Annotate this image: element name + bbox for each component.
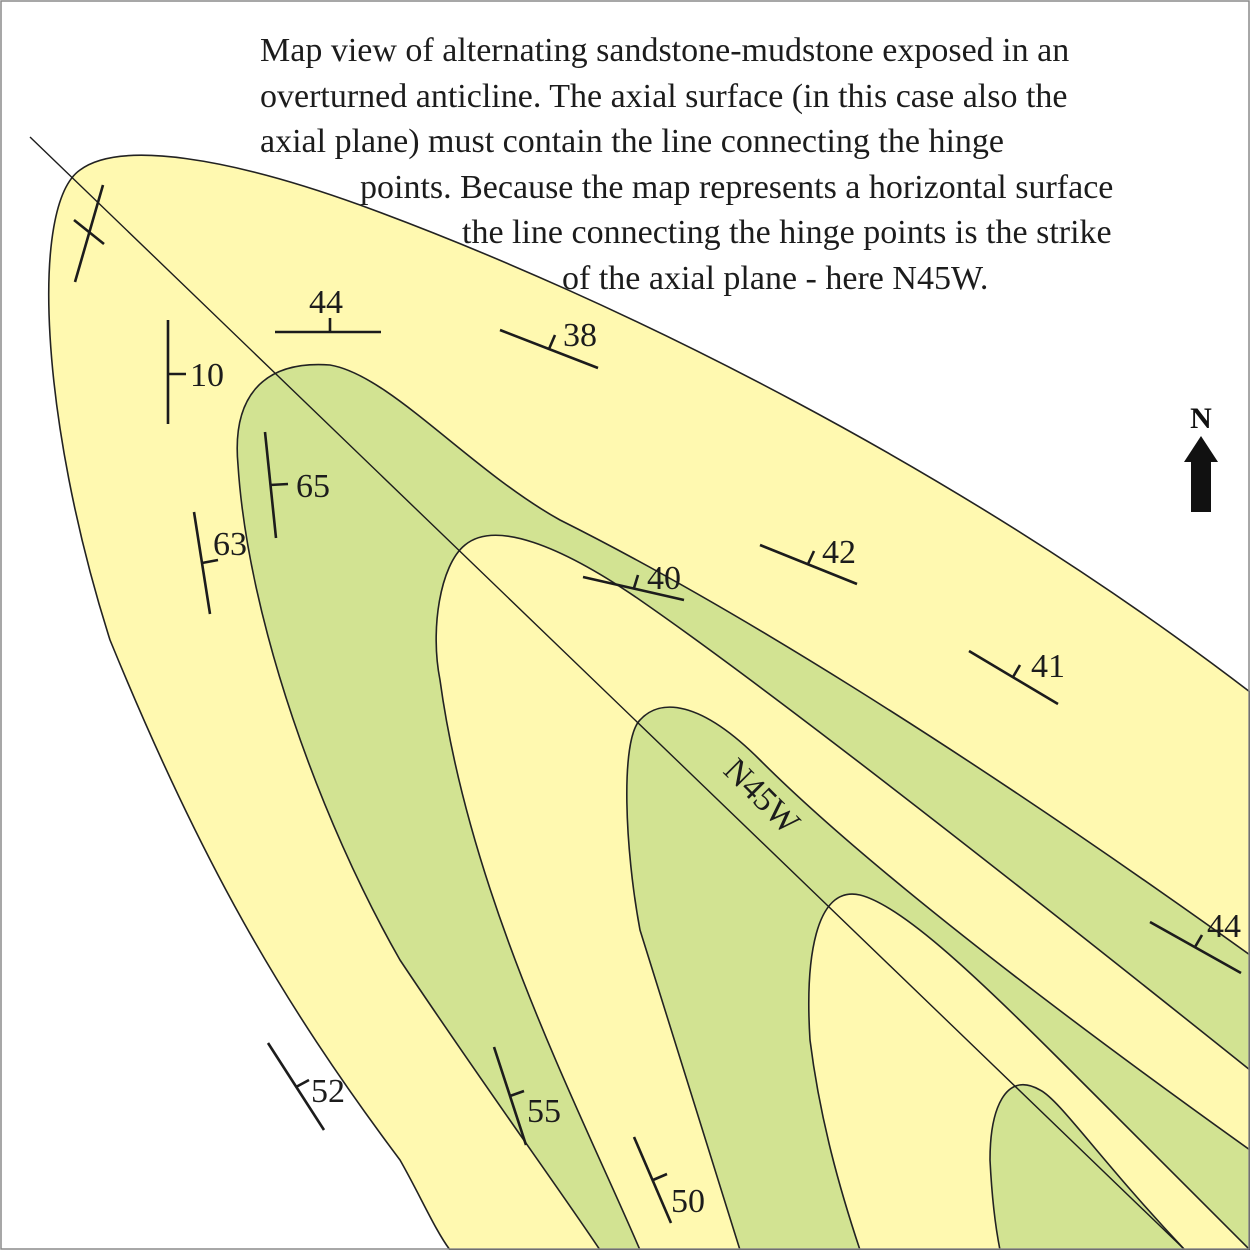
caption-line: points. Because the map represents a hor… (360, 168, 1114, 206)
dip-label: 50 (671, 1183, 705, 1220)
dip-label: 65 (296, 468, 330, 505)
caption-line: the line connecting the hinge points is … (462, 214, 1112, 251)
dip-label: 55 (527, 1093, 561, 1130)
caption-line: Map view of alternating sandstone-mudsto… (260, 32, 1070, 69)
dip-label: 44 (1207, 908, 1241, 945)
north-arrow-icon (1184, 436, 1218, 512)
dip-label: 40 (647, 560, 681, 597)
dip-label: 63 (213, 526, 247, 563)
dip-label: 38 (563, 317, 597, 354)
caption-line: overturned anticline. The axial surface … (260, 77, 1068, 115)
axial-trace-line (29, 136, 1186, 1250)
strike-dip-symbol-50 (632, 1136, 673, 1224)
strike-dip-symbol-10 (166, 320, 186, 424)
dip-label: 44 (309, 284, 343, 321)
caption-line: axial plane) must contain the line conne… (260, 123, 1004, 160)
north-arrow: N (1184, 402, 1218, 512)
caption-line: of the axial plane - here N45W. (562, 259, 989, 297)
dip-label: 10 (190, 357, 224, 394)
sandstone-band-3 (808, 893, 1250, 1250)
figure-caption: Map view of alternating sandstone-mudsto… (260, 28, 1250, 301)
strike-dip-symbol-65 (263, 431, 289, 539)
strike-dip-symbol-55 (492, 1046, 528, 1146)
strike-dip-symbol-42 (759, 543, 858, 586)
mudstone-band-3 (989, 1083, 1250, 1250)
strike-dip-symbol-44-top (275, 318, 381, 334)
strike-dip-symbol-40 (582, 574, 685, 602)
strike-dip-symbol-38 (499, 328, 599, 370)
dip-label: 41 (1031, 648, 1065, 685)
strike-dip-symbol-44-right (1149, 920, 1242, 975)
hinge-fold-symbol (73, 184, 105, 283)
dip-label: 42 (822, 534, 856, 571)
north-label: N (1190, 402, 1212, 435)
strike-dip-symbol-63 (192, 511, 219, 615)
dip-label: 52 (311, 1073, 345, 1110)
strike-dip-symbol-52 (266, 1042, 326, 1131)
strike-dip-symbol-41 (968, 649, 1059, 706)
